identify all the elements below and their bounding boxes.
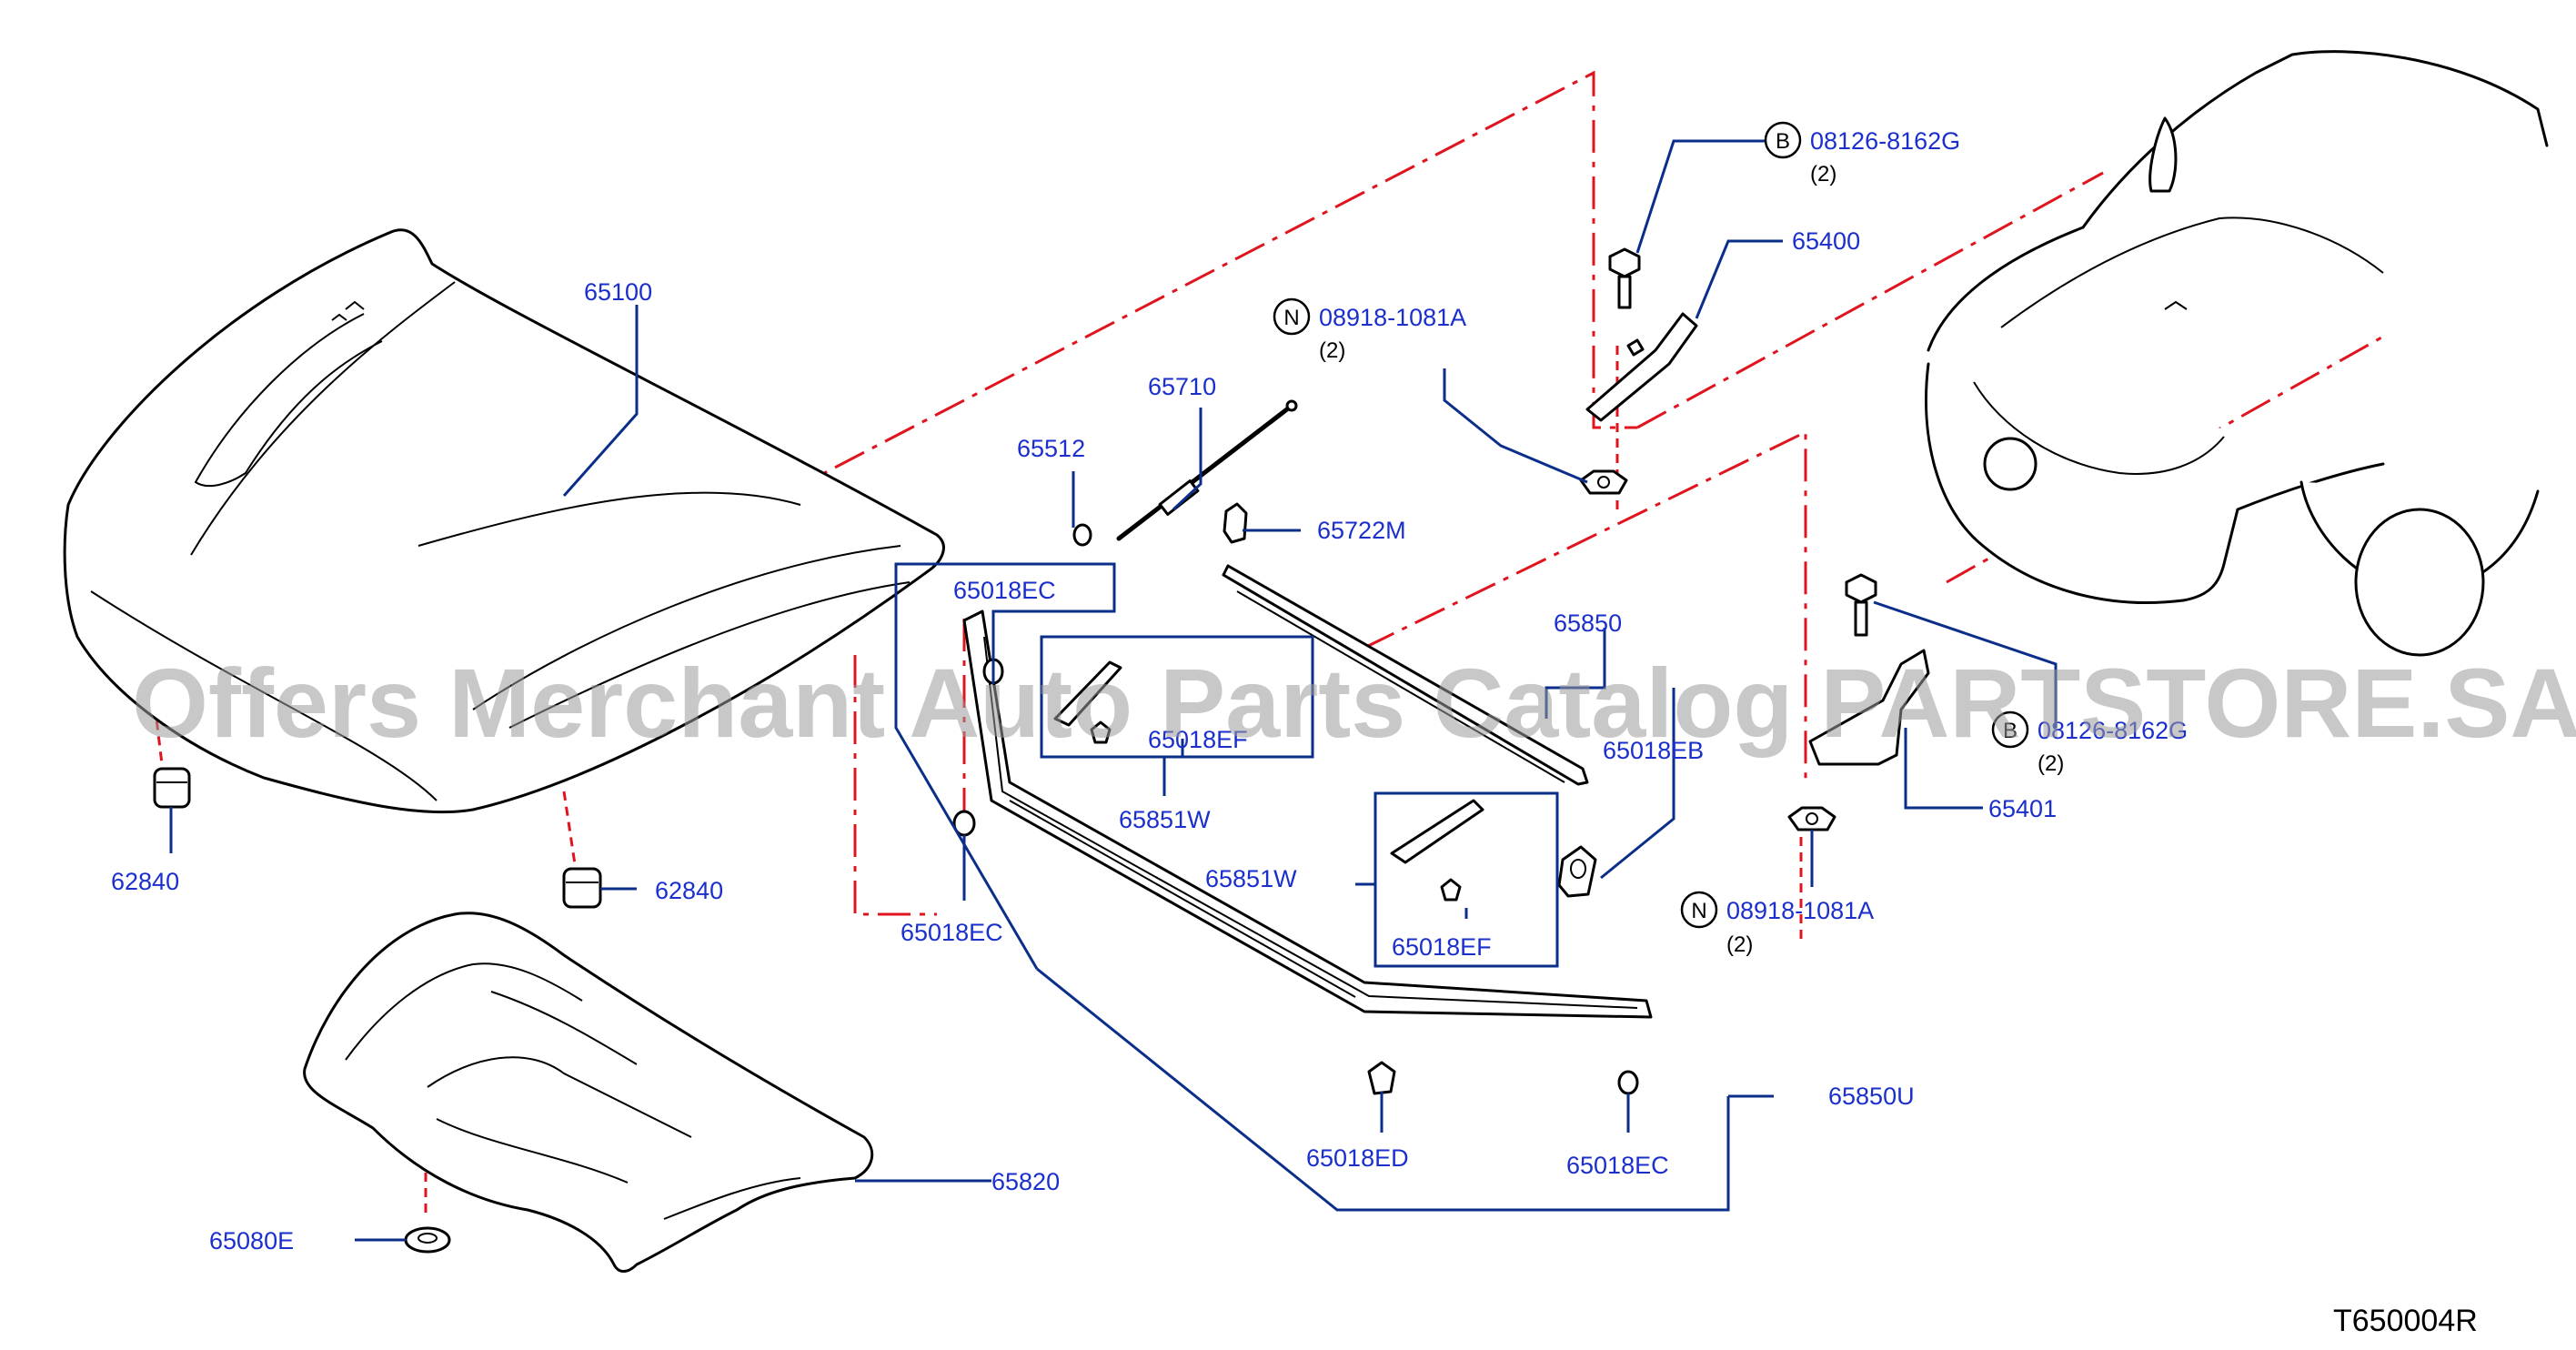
- hood-bumper-right: [562, 867, 602, 909]
- label-62840-left: 62840: [111, 868, 179, 895]
- badge-n-top: N: [1273, 297, 1311, 336]
- label-nut-right: 08918-1081A: [1726, 897, 1874, 924]
- label-bolt-top: 08126-8162G: [1810, 127, 1960, 155]
- label-65100: 65100: [584, 278, 652, 306]
- label-65018eb: 65018EB: [1603, 737, 1704, 764]
- label-65018ef-1: 65018EF: [1148, 726, 1248, 753]
- label-65018ec-left: 65018EC: [901, 919, 1003, 946]
- hood-panel: [63, 228, 945, 814]
- diagram-code: T650004R: [2333, 1304, 2478, 1338]
- label-65851w-2: 65851W: [1205, 865, 1297, 892]
- stay-rod-clip: [1072, 523, 1092, 547]
- hinge-nut-top: [1579, 469, 1628, 495]
- label-65512: 65512: [1017, 435, 1085, 462]
- qty-bolt-top: (2): [1810, 162, 1836, 186]
- hinge-bolt-right: [1845, 573, 1877, 637]
- label-65018ec-top: 65018EC: [953, 577, 1056, 604]
- hood-stay-rod: [1116, 399, 1298, 541]
- hood-insulator: [303, 912, 874, 1273]
- svg-text:N: N: [1283, 306, 1299, 330]
- qty-bolt-right: (2): [2038, 751, 2064, 776]
- label-65850u: 65850U: [1828, 1083, 1915, 1110]
- hood-hinge-rh: [1808, 649, 1930, 766]
- vehicle-outline: [1925, 50, 2549, 657]
- leader-lines: [169, 139, 2058, 1242]
- svg-text:B: B: [2003, 719, 2018, 743]
- hood-hinge-lh: [1585, 312, 1698, 422]
- stay-rod-holder: [1223, 502, 1248, 544]
- label-65850: 65850: [1554, 610, 1622, 637]
- label-62840-right: 62840: [655, 877, 723, 904]
- seal-clip-ed: [1367, 1061, 1396, 1095]
- badge-b-right: B: [1991, 710, 2029, 749]
- svg-text:B: B: [1776, 129, 1790, 154]
- label-65400: 65400: [1792, 227, 1860, 255]
- qty-nut-right: (2): [1726, 932, 1753, 957]
- hood-front-seal: [1222, 564, 1589, 786]
- badge-n-right: N: [1680, 891, 1718, 929]
- watermark: Offers Merchant Auto Parts Catalog PARTS…: [132, 648, 2576, 758]
- label-65851w-1: 65851W: [1119, 806, 1211, 833]
- label-65710: 65710: [1148, 373, 1216, 400]
- hood-bumper-left: [153, 767, 191, 809]
- seal-clip-eb: [1557, 845, 1597, 898]
- hinge-bolt-top: [1608, 247, 1641, 309]
- label-65722m: 65722M: [1317, 517, 1406, 544]
- label-65018ed: 65018ED: [1306, 1144, 1409, 1172]
- label-65018ef-2: 65018EF: [1392, 933, 1492, 961]
- label-65401: 65401: [1988, 795, 2057, 822]
- inset-box-ef-1: [1040, 635, 1314, 759]
- seal-clip-ec-bottom: [1617, 1070, 1639, 1095]
- label-bolt-right: 08126-8162G: [2038, 717, 2188, 744]
- insulator-clip: [404, 1226, 451, 1254]
- label-nut-top: 08918-1081A: [1319, 304, 1466, 331]
- qty-nut-top: (2): [1319, 338, 1345, 363]
- svg-text:N: N: [1691, 899, 1706, 923]
- part-labels: 65100 62840 62840 65820 65080E 65710 655…: [111, 127, 2188, 1254]
- label-65820: 65820: [991, 1168, 1060, 1195]
- label-65018ec-bottom: 65018EC: [1566, 1152, 1669, 1179]
- badge-b-top: B: [1764, 121, 1802, 159]
- inset-box-ef-2: [1374, 791, 1559, 968]
- hinge-nut-right: [1787, 806, 1836, 831]
- label-65080e: 65080E: [209, 1227, 294, 1254]
